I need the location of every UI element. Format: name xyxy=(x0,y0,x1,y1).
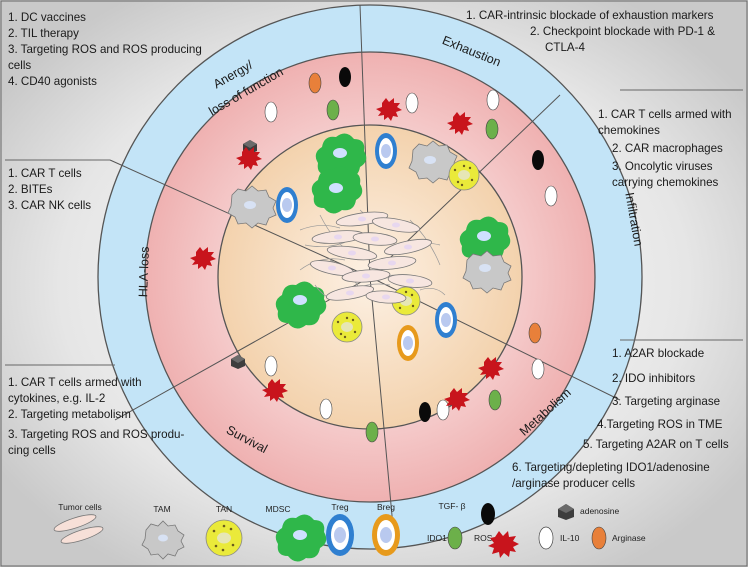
tam-cell xyxy=(462,250,512,294)
corner-bottom-left-line: cing cells xyxy=(8,444,56,457)
middle-ring-factors xyxy=(190,67,558,443)
legend-tam-label: TAM xyxy=(153,504,170,514)
ros-icon xyxy=(190,247,216,270)
legend-il10-label: IL-10 xyxy=(560,533,580,543)
il10-icon xyxy=(264,355,278,377)
corner-mid-left-line: 3. CAR NK cells xyxy=(8,199,91,212)
ido1-icon xyxy=(447,526,463,550)
legend-adenosine-label: adenosine xyxy=(580,506,620,516)
corner-bottom-right-line: 1. A2AR blockade xyxy=(612,347,704,360)
inner-core-cells xyxy=(227,133,512,361)
legend-arginase-label: Arginase xyxy=(612,533,646,543)
corner-mid-left-line: 1. CAR T cells xyxy=(8,167,82,180)
corner-top-right-line: CTLA-4 xyxy=(545,41,585,54)
corner-top-right-line: 1. CAR-intrinsic blockade of exhaustion … xyxy=(466,9,714,22)
arginase-icon xyxy=(528,322,542,344)
il10-icon xyxy=(405,92,419,114)
corner-top-left: 1. DC vaccines 2. TIL therapy 3. Targeti… xyxy=(8,11,202,88)
corner-mid-right-line: 3. Oncolytic viruses xyxy=(612,160,713,173)
corner-top-right: 1. CAR-intrinsic blockade of exhaustion … xyxy=(466,9,715,54)
corner-top-left-line: 2. TIL therapy xyxy=(8,27,79,40)
corner-bottom-right-line: 3. Targeting arginase xyxy=(612,395,720,408)
tumor-cluster xyxy=(299,209,446,304)
corner-bottom-right-line: 6. Targeting/depleting IDO1/adenosine xyxy=(512,461,710,474)
legend: Tumor cells TAM TAN MDSC Treg Breg TGF xyxy=(53,501,646,562)
corner-top-left-line: cells xyxy=(8,59,31,72)
ros-icon xyxy=(478,357,504,380)
legend-tgfb-label: TGF- β xyxy=(438,501,465,511)
arginase-icon xyxy=(308,72,322,94)
il10-icon xyxy=(544,185,558,207)
corner-bottom-left-line: 3. Targeting ROS and ROS produ- xyxy=(8,428,185,441)
corner-bottom-left-line: 1. CAR T cells armed with xyxy=(8,376,142,389)
ros-icon xyxy=(262,379,288,402)
ros-icon xyxy=(236,147,262,170)
corner-bottom-left: 1. CAR T cells armed with cytokines, e.g… xyxy=(8,376,185,457)
il10-icon xyxy=(531,358,545,380)
corner-bottom-right-line: 5. Targeting A2AR on T cells xyxy=(583,438,729,451)
il10-icon xyxy=(319,398,333,420)
corner-top-left-line: 4. CD40 agonists xyxy=(8,75,97,88)
tumor-cell-icon xyxy=(53,514,104,544)
il10-icon xyxy=(436,399,450,421)
il10-icon xyxy=(538,526,554,550)
ido1-icon xyxy=(326,99,340,121)
corner-bottom-right: 1. A2AR blockade 2. IDO inhibitors 3. Ta… xyxy=(512,347,729,490)
corner-mid-left: 1. CAR T cells 2. BITEs 3. CAR NK cells xyxy=(8,167,91,212)
corner-top-left-line: 1. DC vaccines xyxy=(8,11,86,24)
arginase-icon xyxy=(591,526,607,550)
corner-bottom-right-line: /arginase producer cells xyxy=(512,477,635,490)
legend-breg-label: Breg xyxy=(377,502,395,512)
il10-icon xyxy=(264,101,278,123)
mdsc-cell xyxy=(275,281,327,329)
legend-tan-label: TAN xyxy=(216,504,232,514)
corner-connectors xyxy=(5,89,743,366)
tgf-beta-icon xyxy=(419,402,431,422)
legend-treg-label: Treg xyxy=(331,502,348,512)
il10-icon xyxy=(486,89,500,111)
adenosine-icon xyxy=(558,504,574,520)
legend-ros-label: ROS xyxy=(474,533,493,543)
legend-ido1-label: IDO1 xyxy=(427,533,447,543)
ros-icon xyxy=(376,98,402,121)
ros-icon xyxy=(447,112,473,135)
ros-icon xyxy=(488,531,519,558)
corner-bottom-right-line: 4.Targeting ROS in TME xyxy=(597,418,723,431)
ido1-icon xyxy=(485,118,499,140)
tgf-beta-icon xyxy=(481,503,495,525)
corner-mid-right-line: carrying chemokines xyxy=(612,176,719,189)
legend-tumor-label: Tumor cells xyxy=(58,502,102,512)
corner-mid-left-line: 2. BITEs xyxy=(8,183,53,196)
corner-mid-right-line: chemokines xyxy=(598,124,660,137)
corner-mid-right: 1. CAR T cells armed with chemokines 2. … xyxy=(598,108,732,189)
adenosine-icon xyxy=(231,355,245,369)
corner-top-left-line: 3. Targeting ROS and ROS producing xyxy=(8,43,202,56)
ido1-icon xyxy=(488,389,502,411)
legend-mdsc-label: MDSC xyxy=(265,504,290,514)
tgf-beta-icon xyxy=(532,150,544,170)
ido1-icon xyxy=(365,421,379,443)
corner-mid-right-line: 2. CAR macrophages xyxy=(612,142,723,155)
corner-bottom-left-line: cytokines, e.g. IL-2 xyxy=(8,392,105,405)
corner-mid-right-line: 1. CAR T cells armed with xyxy=(598,108,732,121)
corner-top-right-line: 2. Checkpoint blockade with PD-1 & xyxy=(530,25,715,38)
corner-bottom-left-line: 2. Targeting metabolism xyxy=(8,408,131,421)
corner-bottom-right-line: 2. IDO inhibitors xyxy=(612,372,695,385)
tgf-beta-icon xyxy=(339,67,351,87)
ros-icon xyxy=(444,388,470,411)
label-hla-loss: HLA-loss xyxy=(136,246,152,297)
